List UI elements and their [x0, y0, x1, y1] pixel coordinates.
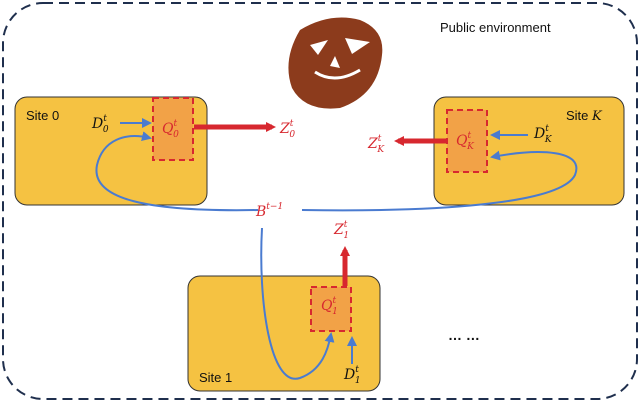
site-k-label: Site K	[566, 108, 603, 124]
q1-box	[310, 286, 352, 332]
broadcast-label: Bt−1	[255, 202, 283, 220]
broadcast-to-site-0-arrow	[95, 131, 259, 212]
broadcast-to-site-1-arrow	[260, 227, 335, 380]
site-1-label: Site 1	[199, 370, 232, 385]
site-0-label: Site 0	[26, 108, 59, 123]
more-sites-ellipsis: … …	[448, 327, 480, 343]
public-environment-label: Public environment	[440, 20, 551, 35]
q0-box	[152, 97, 194, 161]
logo-icon	[288, 17, 383, 109]
qk-box	[446, 109, 488, 173]
broadcast-to-site-k-arrow	[301, 150, 578, 212]
